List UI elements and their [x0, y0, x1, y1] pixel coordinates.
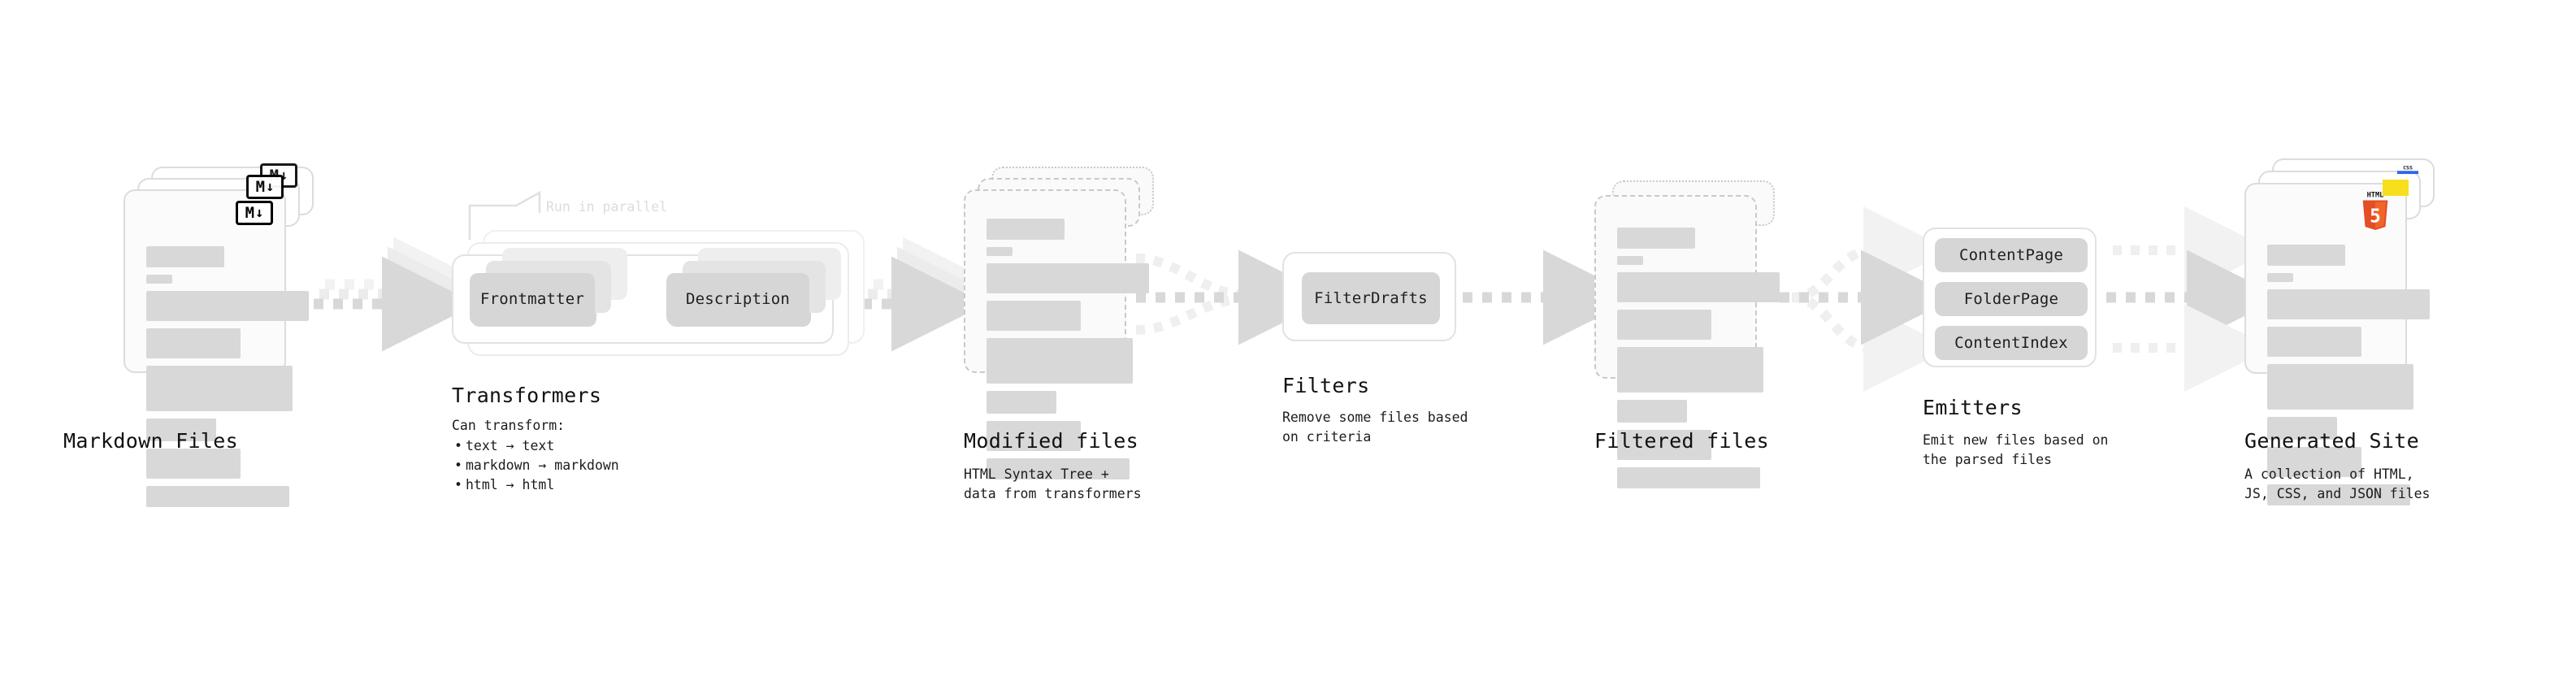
svg-text:HTML: HTML [2367, 192, 2384, 200]
generated-site-caption: Generated Site [2244, 429, 2419, 453]
markdown-icon-mid-arrow: ↓ [266, 178, 275, 195]
generated-skeleton [2267, 245, 2430, 513]
filtered-files-caption: Filtered files [1594, 429, 1769, 453]
markdown-icon: M↓ [236, 201, 273, 225]
markdown-skeleton [146, 246, 309, 514]
transformers-desc-item: text → text [454, 436, 619, 456]
generated-card-front: HTML 5 [2244, 183, 2430, 505]
transformers-desc-item: markdown → markdown [454, 456, 619, 475]
parallel-callout-line [468, 190, 541, 240]
run-in-parallel-note: Run in parallel [546, 199, 668, 215]
emitters-description: Emit new files based on the parsed files [1923, 432, 2109, 467]
transformers-desc-item: html → html [454, 475, 619, 495]
transformers-description: Can transform: text → text markdown → ma… [452, 416, 619, 495]
transformers-desc-lead: Can transform: [452, 418, 566, 433]
emitters-caption: Emitters [1923, 396, 2023, 419]
filtered-skeleton [1617, 228, 1780, 496]
chip-filterdrafts[interactable]: FilterDrafts [1302, 272, 1440, 324]
chip-frontmatter-top[interactable]: Frontmatter [470, 273, 595, 325]
transformers-caption: Transformers [452, 384, 602, 407]
markdown-icon-letter: M [245, 203, 255, 222]
modified-files-description: HTML Syntax Tree + data from transformer… [964, 466, 1142, 501]
filters-description: Remove some files based on criteria [1282, 410, 1468, 445]
css-icon: CSS [2396, 164, 2419, 175]
filtered-card-front [1594, 195, 1780, 488]
markdown-icon-back-arrow: ↓ [280, 167, 288, 184]
chip-folderpage[interactable]: FolderPage [1935, 282, 2088, 316]
js-icon [2383, 180, 2409, 196]
transformers-desc-items: text → text markdown → markdown html → h… [452, 436, 619, 495]
markdown-files-caption: Markdown Files [63, 429, 238, 453]
arrow-markdown-to-transformers [314, 236, 488, 352]
filters-caption: Filters [1282, 374, 1370, 397]
modified-skeleton [987, 219, 1149, 487]
arrow-modified-to-filters [1135, 249, 1334, 345]
svg-text:5: 5 [2370, 206, 2381, 227]
chip-contentpage[interactable]: ContentPage [1935, 238, 2088, 272]
arrow-filtered-to-emitters [1780, 206, 1956, 392]
html5-icon: HTML 5 [2362, 192, 2388, 230]
svg-text:CSS: CSS [2403, 164, 2413, 171]
filters-group: FilterDrafts [1282, 252, 1456, 341]
emitters-group: ContentPage FolderPage ContentIndex [1923, 228, 2097, 367]
markdown-icon-mid: M↓ [246, 175, 284, 199]
chip-contentindex[interactable]: ContentIndex [1935, 326, 2088, 360]
markdown-icon-mid-letter: M [255, 177, 266, 196]
markdown-icon-arrow: ↓ [255, 204, 264, 221]
modified-files-caption: Modified files [964, 429, 1138, 453]
chip-description-top[interactable]: Description [666, 273, 809, 325]
markdown-card-front: M↓ [124, 189, 309, 507]
generated-site-description: A collection of HTML, JS, CSS, and JSON … [2244, 466, 2431, 501]
modified-card-front [964, 189, 1149, 479]
arrow-emitters-to-generated [2106, 206, 2282, 392]
